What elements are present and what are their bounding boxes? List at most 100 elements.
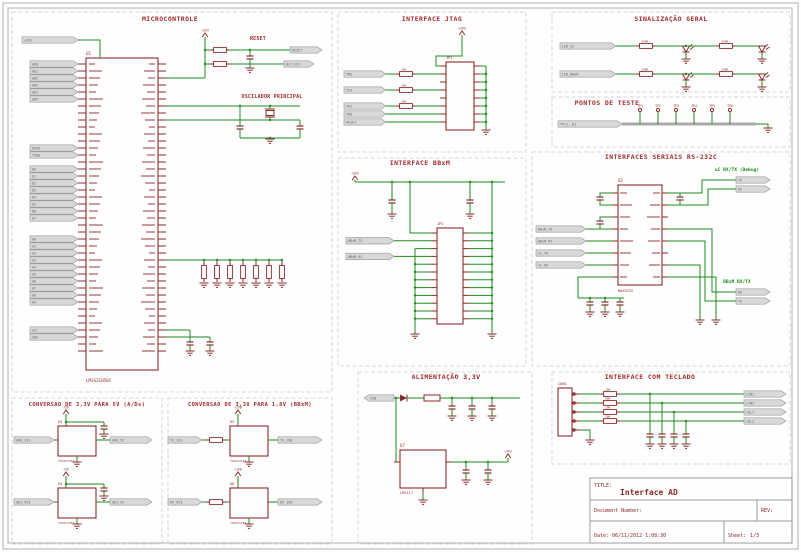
net-flag[interactable] (277, 436, 323, 444)
led[interactable] (757, 73, 767, 81)
test-pad[interactable] (673, 107, 679, 113)
resistor[interactable] (603, 418, 617, 424)
net-flag[interactable] (13, 498, 55, 506)
net-flag[interactable] (559, 70, 617, 78)
net-flag[interactable] (735, 176, 771, 184)
ic-body[interactable] (617, 184, 663, 286)
net-flag[interactable] (343, 118, 387, 126)
net-flag[interactable] (29, 207, 79, 215)
net-flag[interactable] (29, 200, 79, 208)
net-flag[interactable] (29, 172, 79, 180)
crystal[interactable] (265, 110, 275, 116)
net-flag[interactable] (743, 408, 787, 416)
net-flag[interactable] (559, 42, 617, 50)
net-flag[interactable] (29, 74, 79, 82)
net-flag[interactable] (535, 225, 587, 233)
net-flag[interactable] (29, 235, 79, 243)
net-flag[interactable] (29, 270, 79, 278)
net-flag[interactable] (29, 333, 79, 341)
resistor[interactable] (399, 71, 413, 77)
net-flag[interactable] (535, 249, 587, 257)
net-flag[interactable] (29, 242, 79, 250)
resistor[interactable] (719, 43, 733, 49)
resistor[interactable] (213, 61, 227, 67)
net-flag[interactable] (277, 498, 323, 506)
resistor[interactable] (213, 47, 227, 53)
net-flag[interactable] (557, 120, 623, 128)
net-flag[interactable] (29, 67, 79, 75)
ic-body[interactable] (85, 57, 159, 371)
net-flag[interactable] (29, 263, 79, 271)
net-flag[interactable] (735, 288, 771, 296)
test-pad[interactable] (691, 107, 697, 113)
resistor[interactable] (227, 265, 233, 279)
resistor[interactable] (719, 71, 733, 77)
net-flag[interactable] (29, 291, 79, 299)
net-flag[interactable] (29, 88, 79, 96)
net-flag[interactable] (363, 394, 395, 402)
test-pad[interactable] (637, 107, 643, 113)
test-pad[interactable] (709, 107, 715, 113)
resistor[interactable] (603, 391, 617, 397)
resistor[interactable] (639, 71, 653, 77)
net-flag[interactable] (109, 498, 153, 506)
net-flag[interactable] (29, 214, 79, 222)
net-flag[interactable] (535, 237, 587, 245)
resistor[interactable] (399, 87, 413, 93)
resistor[interactable] (214, 265, 220, 279)
net-flag[interactable] (21, 36, 79, 44)
resistor[interactable] (209, 437, 223, 443)
test-pad[interactable] (727, 107, 733, 113)
resistor[interactable] (240, 265, 246, 279)
net-flag[interactable] (29, 277, 79, 285)
net-flag[interactable] (735, 297, 771, 305)
resistor[interactable] (209, 499, 223, 505)
resistor[interactable] (639, 43, 653, 49)
junction (490, 239, 494, 242)
net-flag[interactable] (29, 298, 79, 306)
resistor[interactable] (399, 103, 413, 109)
net-flag[interactable] (29, 60, 79, 68)
net-flag[interactable] (743, 417, 787, 425)
net-flag[interactable] (29, 186, 79, 194)
net-flag[interactable] (13, 436, 55, 444)
net-flag[interactable] (343, 86, 387, 94)
net-flag[interactable] (167, 436, 203, 444)
resistor[interactable] (603, 409, 617, 415)
label: 10K (605, 414, 611, 418)
net-flag[interactable] (743, 390, 787, 398)
net-flag[interactable] (343, 110, 387, 118)
net-flag[interactable] (29, 144, 79, 152)
net-flag[interactable] (167, 498, 203, 506)
resistor[interactable] (279, 265, 285, 279)
net-flag[interactable] (345, 252, 395, 260)
resistor[interactable] (603, 400, 617, 406)
net-flag[interactable] (29, 81, 79, 89)
resistor[interactable] (253, 265, 259, 279)
resistor[interactable] (201, 265, 207, 279)
test-pad[interactable] (655, 107, 661, 113)
net-flag[interactable] (289, 46, 323, 54)
net-flag[interactable] (29, 326, 79, 334)
net-flag[interactable] (29, 249, 79, 257)
net-flag[interactable] (343, 70, 387, 78)
net-flag[interactable] (109, 436, 153, 444)
net-flag[interactable] (535, 261, 587, 269)
ic-body[interactable] (445, 61, 475, 131)
diode[interactable] (400, 394, 407, 402)
ic-body[interactable] (436, 227, 464, 325)
net-flag[interactable] (283, 60, 315, 68)
net-flag[interactable] (29, 151, 79, 159)
net-flag[interactable] (29, 256, 79, 264)
net-flag[interactable] (29, 193, 79, 201)
net-flag[interactable] (735, 185, 771, 193)
net-flag[interactable] (29, 95, 79, 103)
resistor[interactable] (266, 265, 272, 279)
net-flag[interactable] (345, 237, 395, 245)
net-flag[interactable] (29, 179, 79, 187)
net-flag[interactable] (29, 284, 79, 292)
net-flag[interactable] (29, 165, 79, 173)
net-flag[interactable] (743, 399, 787, 407)
net-flag[interactable] (343, 102, 387, 110)
led[interactable] (757, 45, 767, 53)
